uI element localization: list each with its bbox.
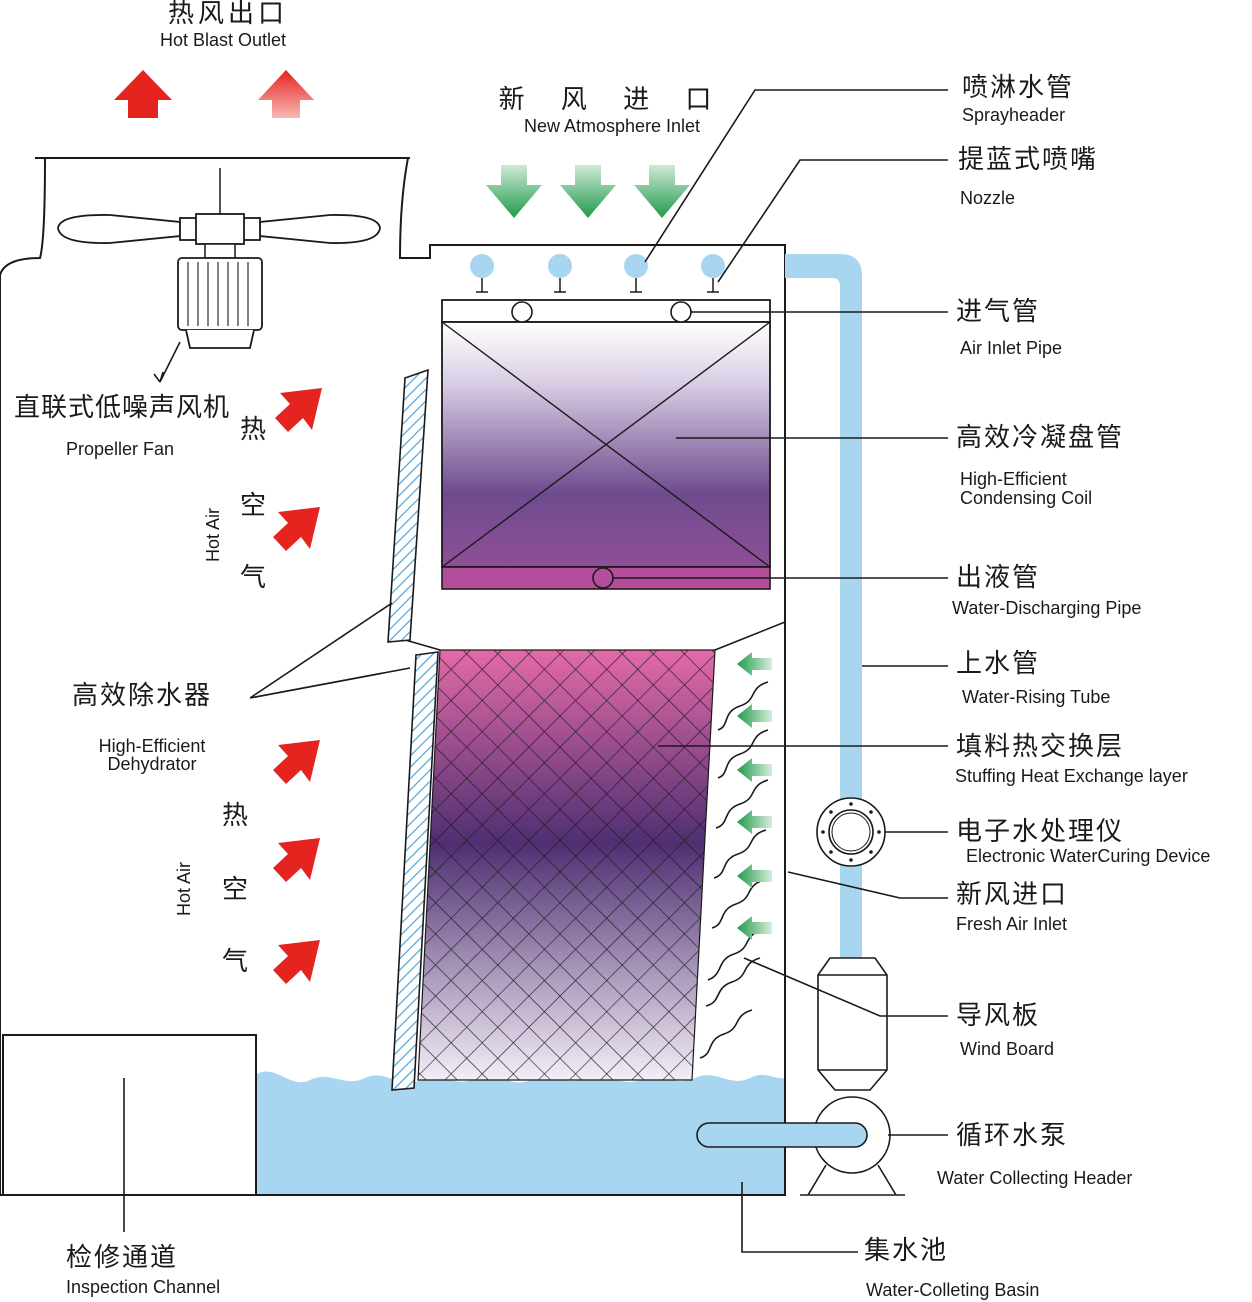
- coil-housing: [441, 299, 771, 323]
- rising-tube-zh: 上水管: [956, 649, 1040, 679]
- curing-device-zh: 电子水处理仪: [956, 817, 1124, 847]
- hot-blast-outlet-zh: 热风出口: [168, 0, 288, 29]
- fresh-air-arrows-top: [486, 165, 690, 218]
- sprayheader-zh: 喷淋水管: [962, 73, 1074, 103]
- hot-air-lower-char-3: 气: [222, 947, 248, 977]
- electronic-water-curing-device: [816, 797, 886, 867]
- high-efficient-dehydrator-upper: [387, 368, 429, 643]
- wind-board: [699, 681, 769, 1059]
- coil-en-1: High-Efficient: [960, 469, 1067, 489]
- water-collecting-header: [696, 1122, 868, 1148]
- basin-zh: 集水池: [864, 1236, 948, 1266]
- pump-en: Water Collecting Header: [937, 1168, 1132, 1188]
- basin-en: Water-Colleting Basin: [866, 1280, 1039, 1300]
- air-inlet-pipe-circle-right: [670, 301, 692, 323]
- stuffing-zh: 填料热交换层: [956, 732, 1124, 762]
- hot-air-lower-char-2: 空: [222, 875, 248, 905]
- inspection-zh: 检修通道: [66, 1243, 178, 1273]
- pump-zh: 循环水泵: [956, 1121, 1068, 1151]
- dehydrator-en-2: Dehydrator: [107, 754, 196, 774]
- wind-board-en: Wind Board: [960, 1039, 1054, 1059]
- propeller-fan: [57, 168, 381, 349]
- hot-air-lower-char-1: 热: [222, 801, 248, 831]
- new-atmosphere-inlet-en: New Atmosphere Inlet: [524, 116, 700, 136]
- fan-en: Propeller Fan: [66, 439, 174, 459]
- circulating-pump: [696, 957, 905, 1196]
- discharging-pipe-en: Water-Discharging Pipe: [952, 598, 1141, 618]
- tower-shell: [0, 157, 786, 1196]
- water-rising-tube: [785, 254, 862, 960]
- curing-device-en: Electronic WaterCuring Device: [966, 846, 1210, 866]
- air-inlet-pipe-en: Air Inlet Pipe: [960, 338, 1062, 358]
- air-inlet-pipe-zh: 进气管: [956, 297, 1040, 327]
- coil-en-2: Condensing Coil: [960, 488, 1092, 508]
- hot-air-upper-char-2: 空: [240, 491, 266, 521]
- hot-air-upper-char-3: 气: [240, 563, 266, 593]
- hot-air-upper-char-1: 热: [240, 415, 266, 445]
- air-inlet-pipe-circle-left: [511, 301, 533, 323]
- nozzle-en: Nozzle: [960, 188, 1015, 208]
- fresh-air-arrows-side: [737, 652, 772, 940]
- rising-tube-en: Water-Rising Tube: [962, 687, 1110, 707]
- hot-blast-arrow-left: [114, 70, 172, 118]
- leader-lines: [123, 89, 948, 1253]
- coil-zh: 高效冷凝盘管: [956, 423, 1124, 453]
- hot-blast-arrow-right: [258, 70, 314, 118]
- discharging-pipe-zh: 出液管: [956, 563, 1040, 593]
- dehydrator-en-1: High-Efficient: [99, 736, 206, 756]
- spray-nozzles: [470, 254, 725, 293]
- hot-air-upper-en: Hot Air: [203, 508, 223, 562]
- spray-drips: [451, 592, 763, 648]
- high-efficient-dehydrator-lower: [391, 651, 439, 1091]
- inspection-channel-box: [2, 1034, 257, 1196]
- nozzle-zh: 提蓝式喷嘴: [958, 145, 1098, 175]
- fan-zh: 直联式低噪声风机: [14, 393, 230, 423]
- water-basin: [255, 1071, 785, 1195]
- stuffing-en: Stuffing Heat Exchange layer: [955, 766, 1188, 786]
- inspection-en: Inspection Channel: [66, 1277, 220, 1297]
- hot-blast-outlet-en: Hot Blast Outlet: [160, 30, 286, 50]
- new-atmosphere-inlet-zh: 新 风 进 口: [499, 85, 726, 115]
- sprayheader-en: Sprayheader: [962, 105, 1065, 125]
- dehydrator-zh: 高效除水器: [72, 681, 212, 711]
- hot-air-arrows: [273, 388, 322, 984]
- hot-air-lower-en: Hot Air: [174, 862, 194, 916]
- fresh-air-inlet-en: Fresh Air Inlet: [956, 914, 1067, 934]
- fresh-air-inlet-zh: 新风进口: [956, 880, 1068, 910]
- wind-board-zh: 导风板: [956, 1001, 1040, 1031]
